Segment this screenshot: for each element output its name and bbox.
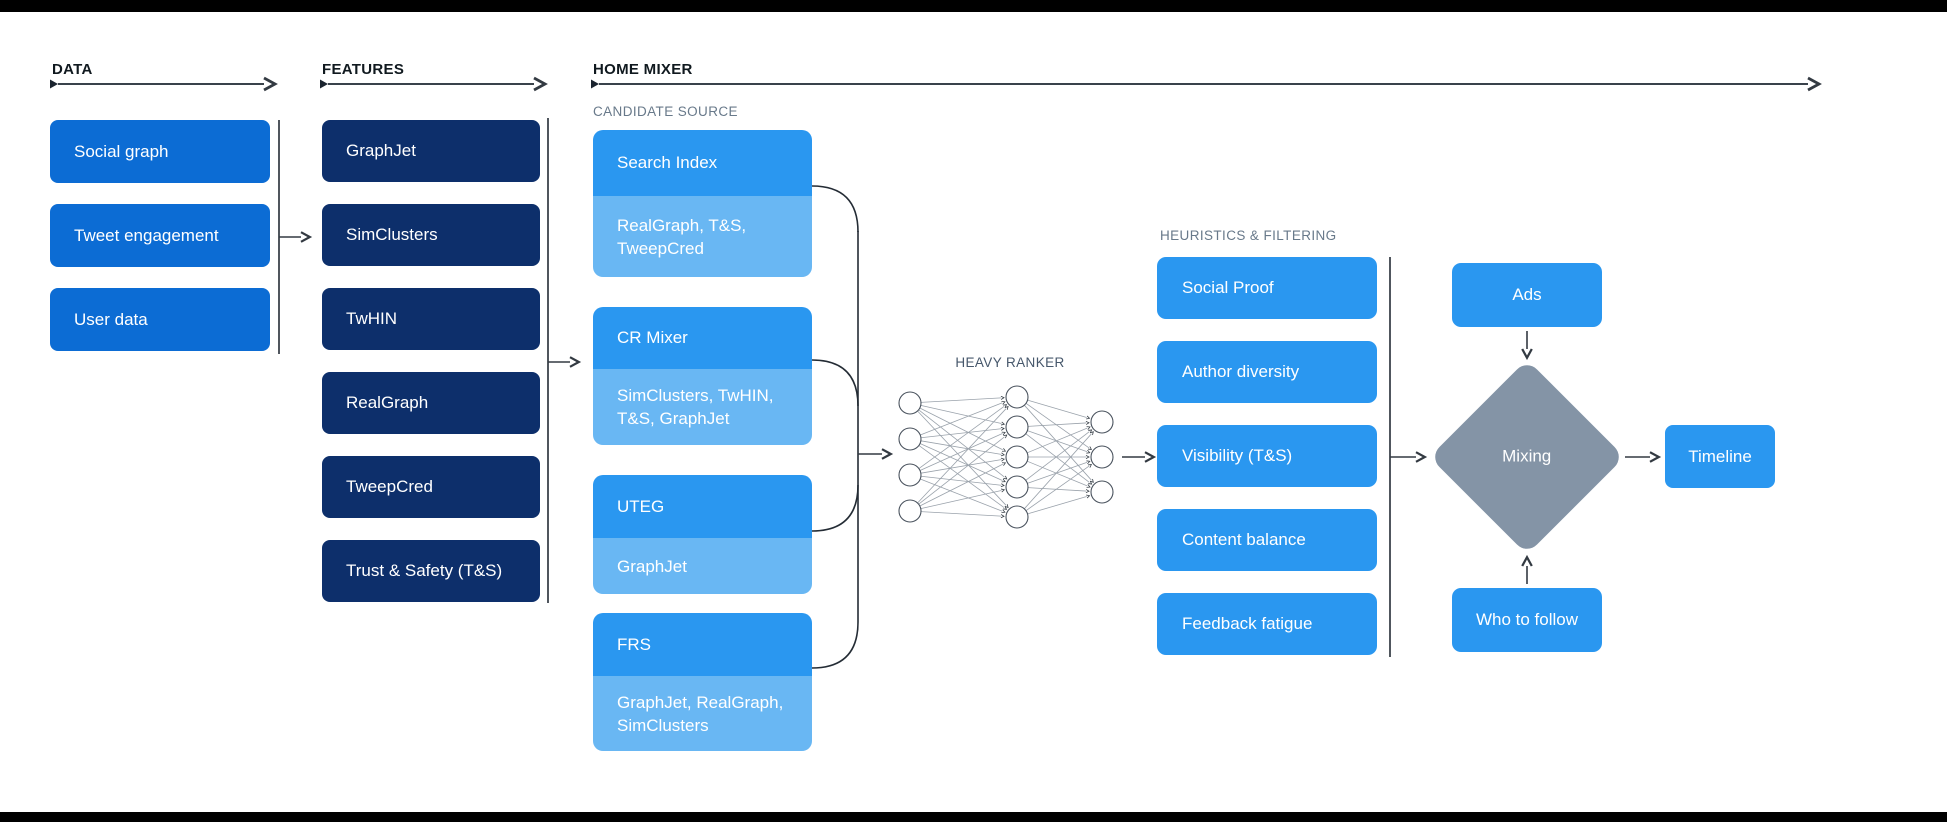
- feature-box-realgraph: RealGraph: [322, 372, 540, 434]
- data-box-social-graph: Social graph: [50, 120, 270, 183]
- feature-box-trust-safety: Trust & Safety (T&S): [322, 540, 540, 602]
- feature-box-graphjet: GraphJet: [322, 120, 540, 182]
- heavy-ranker-label: HEAVY RANKER: [955, 355, 1065, 370]
- heuristic-box-social-proof: Social Proof: [1157, 257, 1377, 319]
- feature-box-simclusters: SimClusters: [322, 204, 540, 266]
- heuristics-filtering-label: HEURISTICS & FILTERING: [1160, 228, 1337, 243]
- feature-box-twhin: TwHIN: [322, 288, 540, 350]
- section-title-features: FEATURES: [322, 61, 405, 78]
- candidate-box-cr-mixer: CR Mixer SimClusters, TwHIN, T&S, GraphJ…: [593, 307, 812, 445]
- candidate-box-uteg: UTEG GraphJet: [593, 475, 812, 594]
- section-header-arrows: [50, 76, 1822, 92]
- candidate-box-frs: FRS GraphJet, RealGraph, SimClusters: [593, 613, 812, 751]
- heuristic-box-content-balance: Content balance: [1157, 509, 1377, 571]
- candidate-source-label: CANDIDATE SOURCE: [593, 104, 738, 119]
- section-title-data: DATA: [52, 61, 93, 78]
- candidate-sources: GraphJet, RealGraph, SimClusters: [593, 676, 812, 751]
- candidate-title: Search Index: [593, 130, 812, 196]
- candidate-title: FRS: [593, 613, 812, 676]
- candidate-title: CR Mixer: [593, 307, 812, 369]
- top-frame-bar: [0, 0, 1947, 12]
- bottom-frame-bar: [0, 812, 1947, 822]
- section-title-home-mixer: HOME MIXER: [593, 61, 693, 78]
- candidate-sources: SimClusters, TwHIN, T&S, GraphJet: [593, 369, 812, 445]
- ads-box: Ads: [1452, 263, 1602, 327]
- mixing-label: Mixing: [1502, 447, 1552, 466]
- data-box-user-data: User data: [50, 288, 270, 351]
- who-to-follow-box: Who to follow: [1452, 588, 1602, 652]
- candidate-sources: GraphJet: [593, 538, 812, 594]
- heuristic-box-feedback-fatigue: Feedback fatigue: [1157, 593, 1377, 655]
- candidate-sources: RealGraph, T&S, TweepCred: [593, 196, 812, 277]
- candidate-box-search-index: Search Index RealGraph, T&S, TweepCred: [593, 130, 812, 277]
- heuristic-box-author-diversity: Author diversity: [1157, 341, 1377, 403]
- heuristic-box-visibility: Visibility (T&S): [1157, 425, 1377, 487]
- feature-box-tweepcred: TweepCred: [322, 456, 540, 518]
- data-box-tweet-engagement: Tweet engagement: [50, 204, 270, 267]
- timeline-box: Timeline: [1665, 425, 1775, 488]
- candidate-title: UTEG: [593, 475, 812, 538]
- mixing-diamond: Mixing: [1429, 359, 1625, 555]
- neural-network-graphic: [898, 385, 1114, 529]
